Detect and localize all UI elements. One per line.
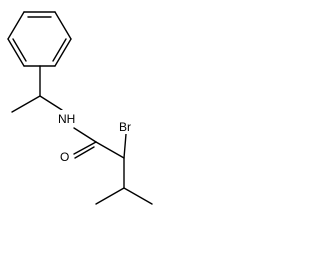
carbonyl-double-bond-b bbox=[74, 146, 95, 159]
structure-diagram: NH O Br bbox=[0, 0, 154, 266]
atom-nh: NH bbox=[57, 110, 79, 126]
atom-o-label: O bbox=[60, 150, 69, 164]
ring-bond-2 bbox=[54, 11, 72, 40]
ring-bond-3 bbox=[54, 38, 72, 67]
carbonyl-to-cbr-bond bbox=[95, 141, 125, 159]
ring-double-bond-3 bbox=[12, 38, 27, 62]
nh-to-carbonyl-bond bbox=[73, 127, 97, 143]
ch-to-nh-bond bbox=[39, 95, 63, 111]
ring-double-bond-2 bbox=[52, 38, 67, 62]
ring-bond-6 bbox=[7, 11, 25, 40]
ring-bond-5 bbox=[7, 38, 25, 67]
isopropyl-left-bond bbox=[95, 187, 125, 205]
molecule-svg: NH O Br bbox=[7, 11, 153, 205]
isopropyl-right-bond bbox=[123, 187, 153, 205]
atom-br: Br bbox=[118, 118, 136, 134]
atom-br-label: Br bbox=[119, 120, 131, 134]
atom-nh-label: NH bbox=[58, 112, 75, 126]
ch-to-methyl-bond bbox=[11, 95, 41, 113]
benzene-ring bbox=[7, 11, 72, 67]
atom-o: O bbox=[59, 148, 71, 164]
carbonyl-double-bond-a bbox=[73, 141, 97, 155]
cbr-to-br-bond bbox=[123, 133, 127, 159]
